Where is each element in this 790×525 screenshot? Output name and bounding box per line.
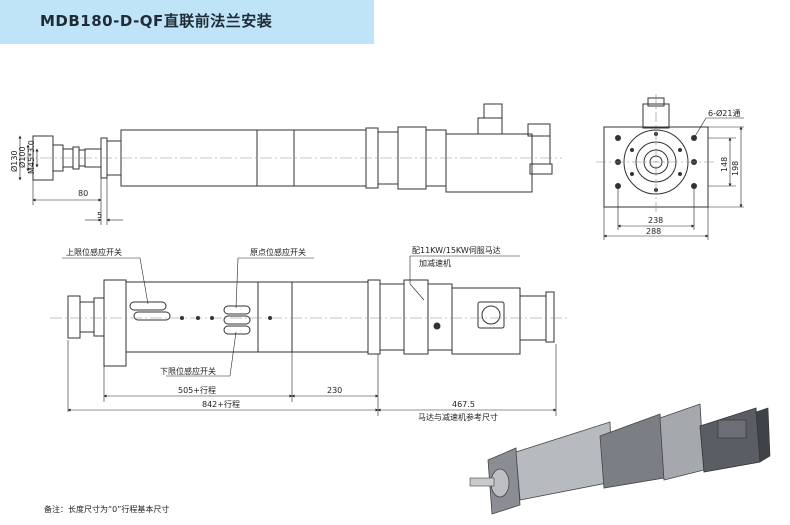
dim-230: 230 (327, 386, 342, 395)
plan-callouts (62, 255, 520, 377)
top-view-dimensions (18, 135, 123, 225)
dim-842: 842+行程 (202, 399, 240, 409)
label-motor-ref: 马达与减速机参考尺寸 (418, 412, 498, 422)
plan-rear-flange (367, 279, 381, 355)
title-banner: MDB180-D-QF直联前法兰安装 (0, 0, 374, 44)
front-mount-flange (103, 279, 127, 367)
dim-238: 238 (648, 216, 663, 225)
isometric-view (469, 403, 771, 515)
dim-467: 467.5 (452, 400, 475, 409)
upper-limit-sensor (129, 301, 167, 311)
dim-80: 80 (78, 189, 88, 198)
servo-motor (445, 133, 533, 193)
footnote: 备注：长度尺寸为“0”行程基本尺寸 (44, 505, 170, 514)
label-upper-switch: 上限位感应开关 (66, 247, 122, 257)
lower-limit-sensor (223, 325, 251, 335)
dim-m45: M45*3.0 (27, 140, 36, 174)
dim-holes: 6-Ø21通 (708, 108, 740, 118)
iso-cylinder (515, 421, 613, 501)
dim-198: 198 (731, 161, 740, 176)
end-view-dimensions (603, 117, 744, 240)
dim-505: 505+行程 (178, 385, 216, 395)
label-origin-switch: 原点位感应开关 (250, 247, 306, 257)
origin-sensor (223, 305, 251, 315)
rod-end-nut (67, 295, 81, 339)
end-view (596, 94, 716, 214)
page-title: MDB180-D-QF直联前法兰安装 (40, 12, 273, 30)
iso-rod (469, 477, 495, 487)
plan-dimensions (67, 340, 557, 416)
label-reducer: 加减速机 (419, 258, 451, 268)
label-lower-switch: 下限位感应开关 (160, 366, 216, 376)
iso-motor (699, 407, 761, 473)
dim-d130: Ø130 (9, 150, 19, 172)
plan-view (50, 279, 570, 367)
motor-junction-box (477, 301, 505, 329)
dim-5: 5 (97, 211, 102, 220)
dim-288: 288 (646, 227, 661, 236)
motor-connector (477, 117, 503, 135)
dim-d100: Ø100 (17, 146, 27, 168)
plan-motor (451, 287, 521, 355)
top-side-view (20, 103, 562, 193)
dim-148: 148 (720, 157, 729, 172)
label-motor: 配11KW/15KW伺服马达 (412, 245, 501, 255)
